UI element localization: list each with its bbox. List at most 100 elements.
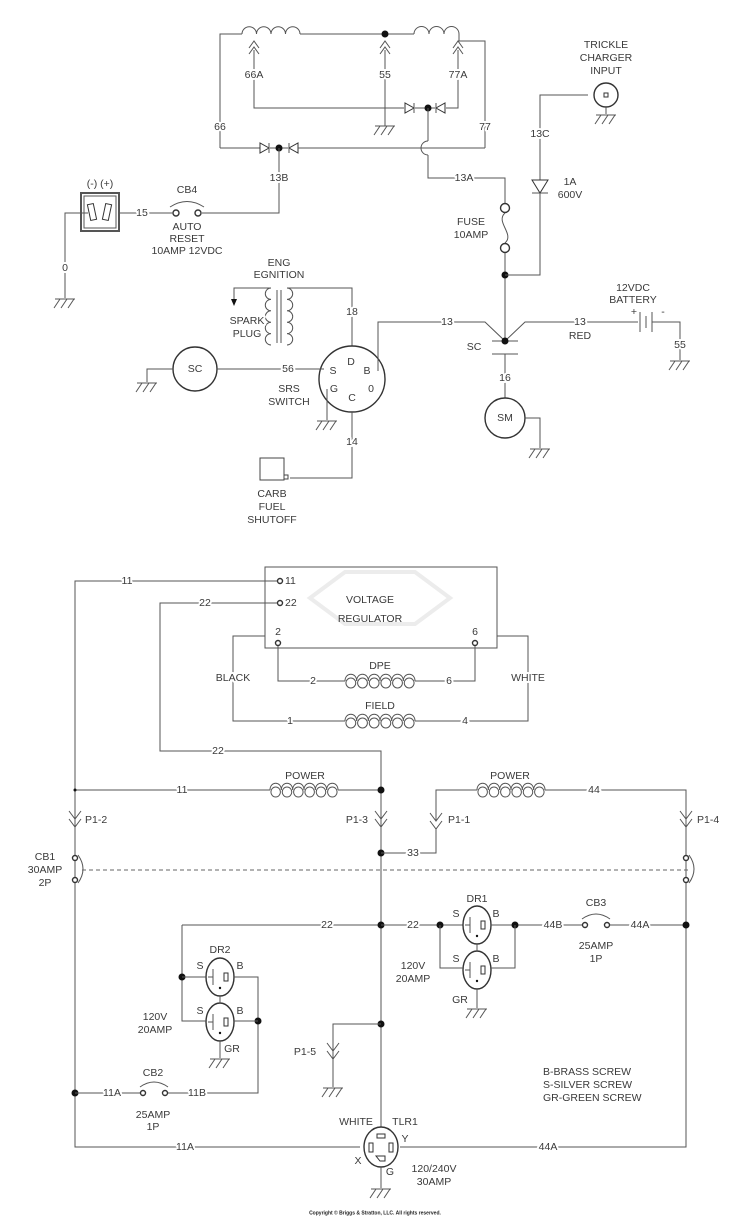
ground-pin <box>475 934 479 938</box>
ground-hatch <box>322 420 330 431</box>
power-right-wire: 44 <box>588 784 600 796</box>
spark-line1: SPARK <box>230 315 265 327</box>
carb-line2: FUEL <box>259 501 286 513</box>
copyright: Copyright © Briggs & Stratton, LLC. All … <box>309 1209 441 1216</box>
terminal <box>581 921 589 929</box>
tlr1-slot <box>376 1133 386 1139</box>
wire <box>458 34 486 148</box>
power-coil-right <box>476 782 546 791</box>
terminal <box>139 1089 147 1097</box>
ground-hatch <box>675 360 683 371</box>
wire <box>181 925 206 1022</box>
connector-chevron <box>68 818 82 828</box>
srs-line2: SWITCH <box>268 396 309 408</box>
label-56: 56 <box>282 363 294 375</box>
dr1-amps: 20AMP <box>396 973 430 985</box>
ground-hatch <box>142 382 150 393</box>
ground-hatch <box>149 382 157 393</box>
dr2-gr: GR <box>224 1043 240 1055</box>
wire <box>290 412 353 479</box>
label-77: 77 <box>479 121 491 133</box>
label-11b: 11B <box>188 1087 206 1099</box>
srs-aux: 0 <box>368 383 374 395</box>
coil-loop <box>403 677 415 689</box>
p1-4-label: P1-4 <box>697 814 719 826</box>
dc-outlet <box>80 192 120 232</box>
ground-pin <box>218 986 222 990</box>
ground-hatch <box>329 420 337 431</box>
label-11-top: 11 <box>122 575 133 587</box>
p1-5-label: P1-5 <box>294 1046 316 1058</box>
wire <box>277 646 345 682</box>
junction-dot <box>381 30 389 38</box>
junction-dot <box>682 921 690 929</box>
reg-term-22: 22 <box>285 597 297 609</box>
wire <box>219 33 242 148</box>
srs-s: S <box>329 365 336 377</box>
connector-chevron <box>429 820 443 830</box>
voltage-regulator <box>264 566 498 649</box>
power-left-wire: 11 <box>177 784 188 796</box>
dc-outlet-face <box>83 195 117 229</box>
wire <box>415 635 529 722</box>
solenoid-label: SC <box>467 341 482 353</box>
label-55-battery: 55 <box>674 339 686 351</box>
connector-chevron <box>679 818 693 828</box>
ground-hatch <box>67 298 75 309</box>
wire <box>74 580 360 1148</box>
wire <box>525 417 541 448</box>
label-13-left: 13 <box>441 316 453 328</box>
terminal <box>71 854 79 862</box>
dr2-volts: 120V <box>143 1011 168 1023</box>
tlr1-slot <box>388 1142 394 1153</box>
dr1-b1: B <box>492 908 499 920</box>
ground-hatch <box>222 1058 230 1069</box>
tlr1-x: X <box>354 1155 361 1167</box>
wire <box>233 287 271 300</box>
wire <box>332 1023 381 1087</box>
ground-hatch <box>535 448 543 459</box>
coil-loop <box>368 677 380 689</box>
ground-hatch <box>479 1008 487 1019</box>
legend-brass: B-BRASS SCREW <box>543 1066 631 1078</box>
ground-hatch <box>321 1087 329 1098</box>
srs-d: D <box>347 356 355 368</box>
carb-line1: CARB <box>257 488 286 500</box>
ignition-line2: EGNITION <box>254 269 305 281</box>
connector-chevron <box>379 40 391 49</box>
outlet-slot <box>101 202 113 222</box>
tlr1-ground-slot <box>374 1155 386 1162</box>
connector-chevron <box>374 810 388 820</box>
connector-chevron <box>248 46 260 55</box>
coil-loop <box>304 786 315 798</box>
wire <box>435 789 477 820</box>
dr2-label: DR2 <box>209 944 230 956</box>
cb2-label: CB2 <box>143 1067 164 1079</box>
carb-solenoid <box>259 457 285 481</box>
connector-chevron <box>379 46 391 55</box>
battery-plus: + <box>631 306 637 318</box>
coil-loop <box>403 717 415 729</box>
ground-hatch <box>601 114 609 125</box>
connector-chevron <box>326 1042 340 1052</box>
hot-slot <box>223 1017 229 1027</box>
coil-loop <box>357 677 368 689</box>
breaker-arc <box>688 854 695 884</box>
trickle-line1: TRICKLE <box>584 39 628 51</box>
diode-icon <box>404 102 416 114</box>
cb1-poles: 2P <box>39 877 52 889</box>
dr1-gr: GR <box>452 994 468 1006</box>
wire <box>491 925 516 969</box>
ground-hatch <box>376 1188 384 1199</box>
wire <box>232 635 345 722</box>
label-66: 66 <box>214 121 226 133</box>
srs-c: C <box>348 392 356 404</box>
cb2-rating: 25AMP <box>136 1109 170 1121</box>
legend-silver: S-SILVER SCREW <box>543 1079 632 1091</box>
wire <box>168 976 259 1094</box>
ground-hatch <box>528 448 536 459</box>
p1-1-label: P1-1 <box>448 814 470 826</box>
field-label: FIELD <box>365 700 395 712</box>
label-red: RED <box>569 330 592 342</box>
power-right-label: POWER <box>490 770 530 782</box>
